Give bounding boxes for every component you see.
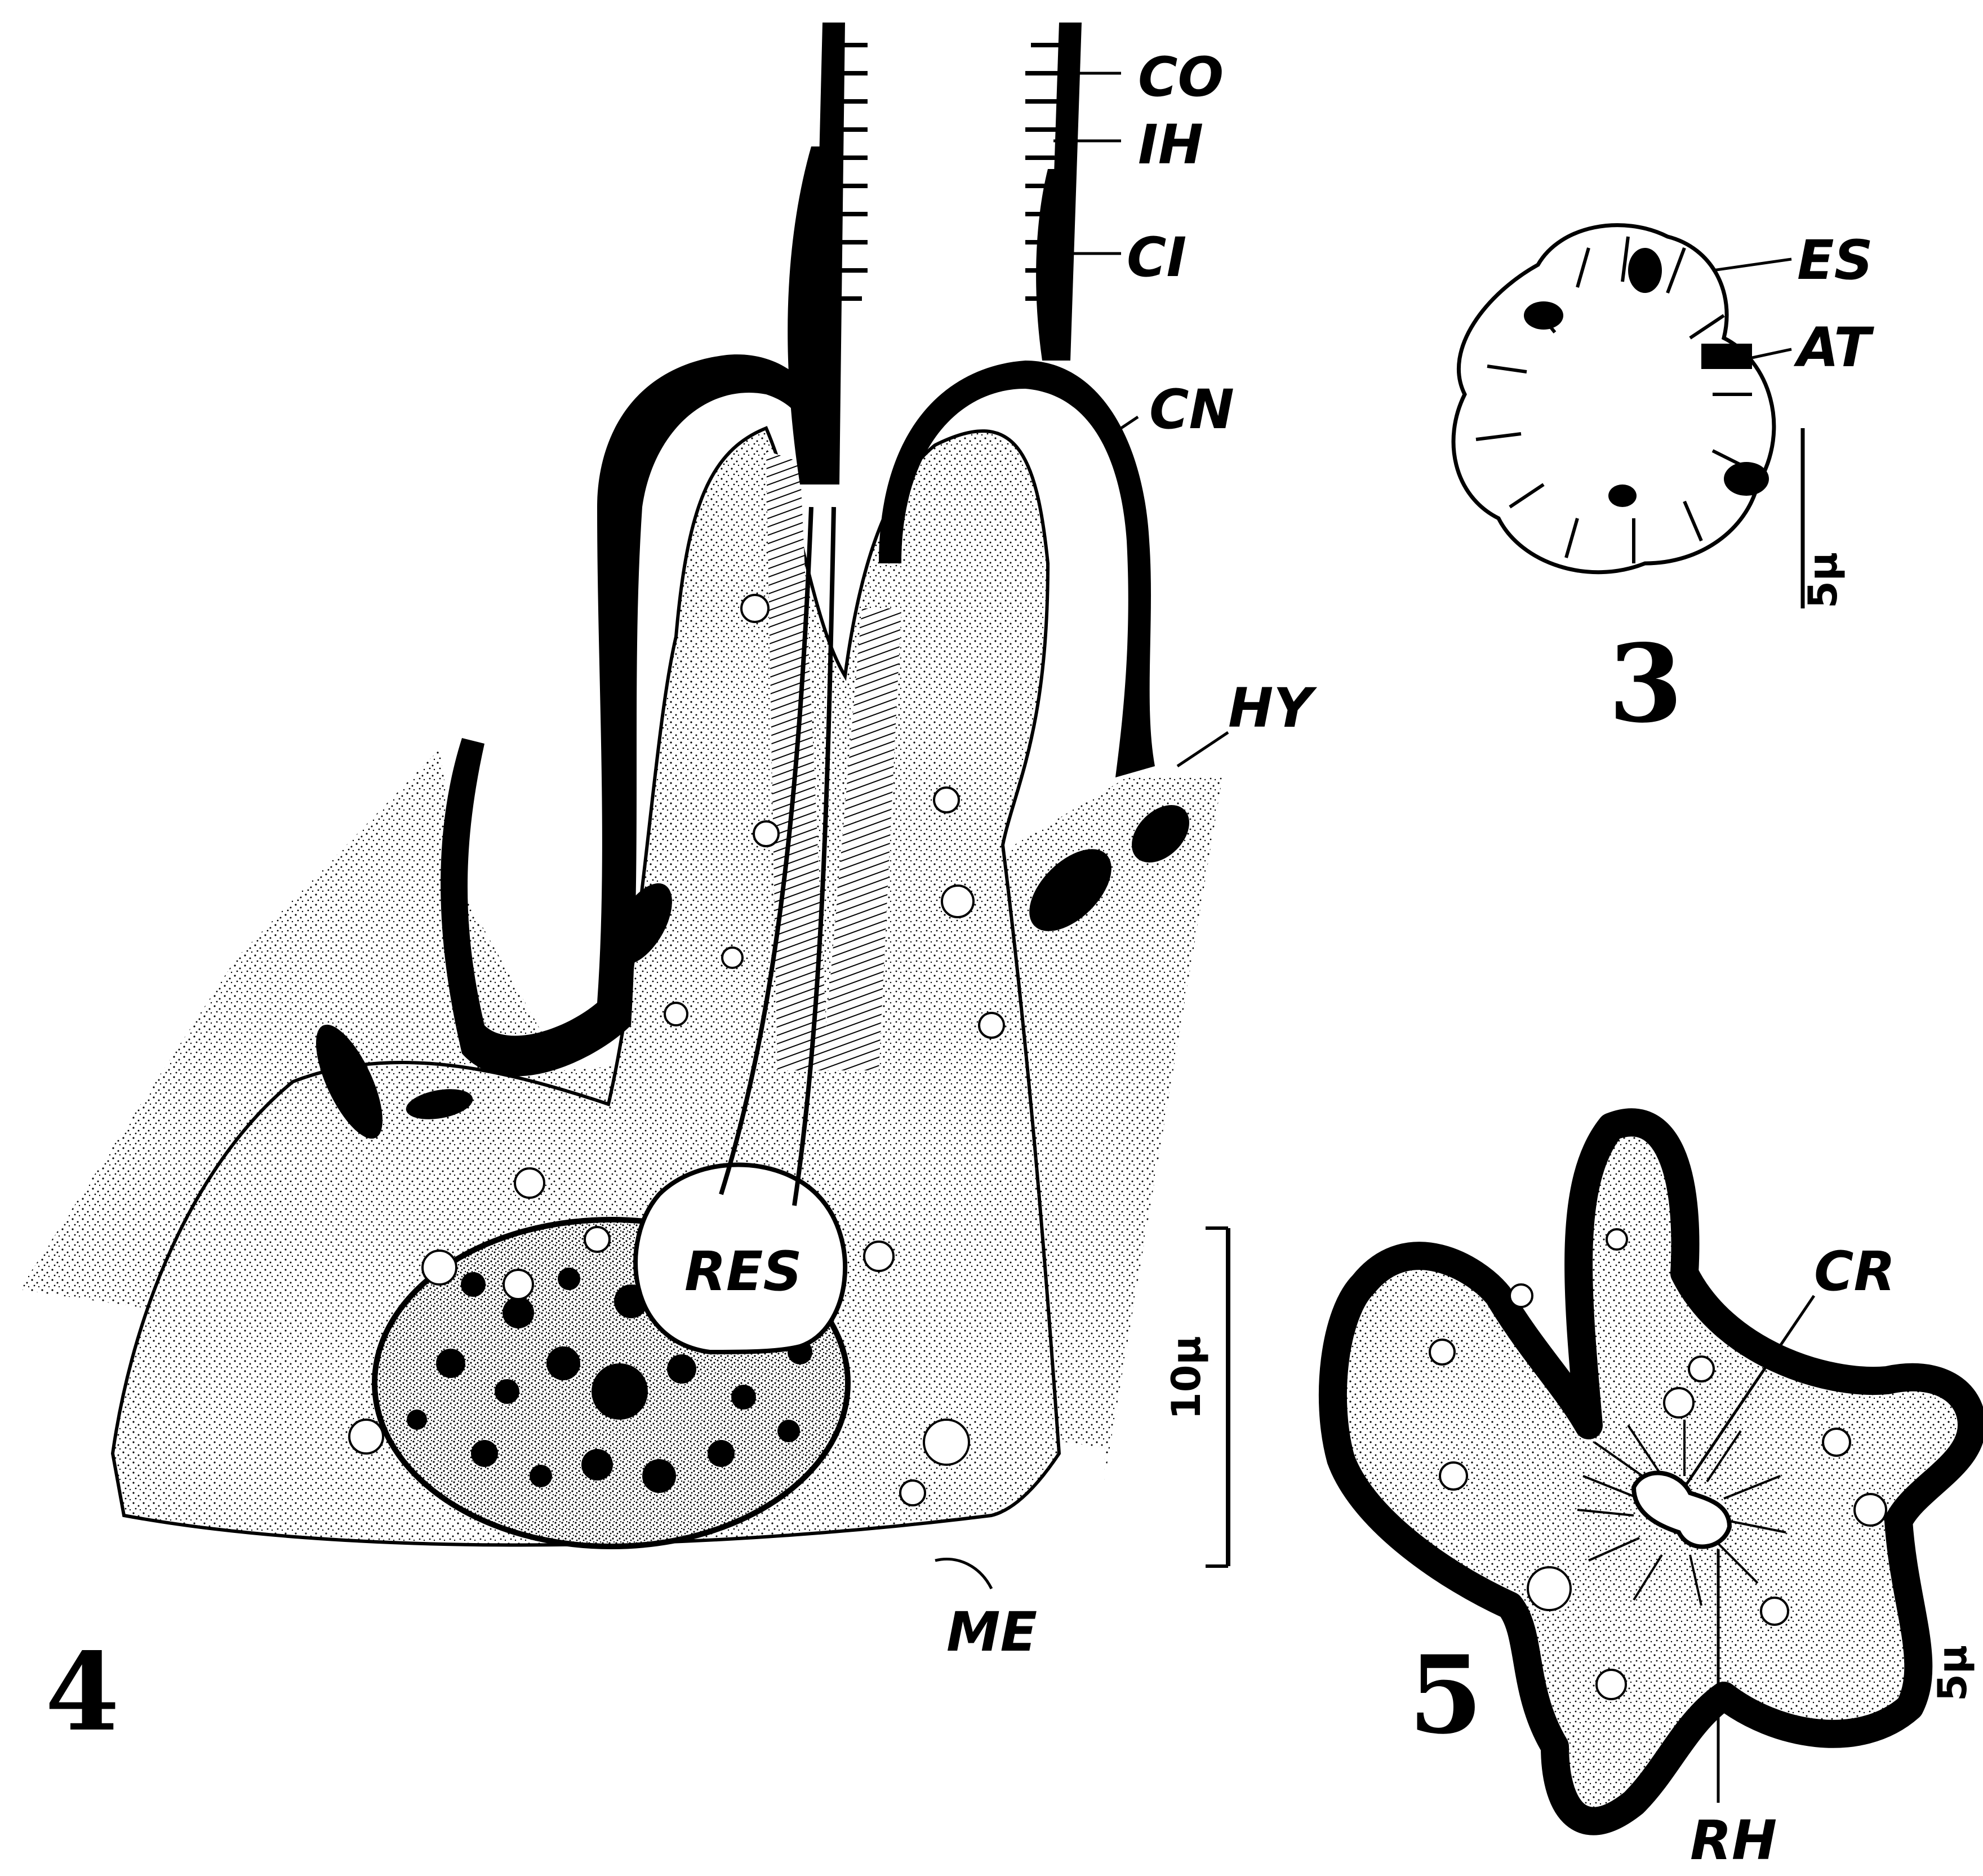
fig3-outline	[1453, 225, 1774, 572]
fig3-spines	[1476, 237, 1752, 563]
scale-bar-fig4: 10μ	[1163, 1228, 1228, 1566]
label-at: AT	[1793, 316, 1874, 379]
label-rh: RH	[1690, 1809, 1777, 1872]
label-res: RES	[684, 1240, 802, 1303]
figure-number-3: 3	[1608, 621, 1683, 746]
fig3-dark-patches	[1524, 248, 1769, 507]
scale-label-fig4: 10μ	[1163, 1336, 1210, 1420]
figure-3-cross-section: ES AT 5μ 3	[1453, 225, 1874, 746]
figure-4-sensillum: CO IH CI CN HY RES ME 10μ 4	[23, 23, 1317, 1755]
hair-spines	[835, 45, 1059, 299]
label-cn: CN	[1149, 378, 1234, 441]
scale-label-fig5: 5μ	[1929, 1645, 1976, 1701]
label-cr: CR	[1814, 1240, 1895, 1303]
fig3-leaders	[1713, 259, 1791, 358]
figure-number-5: 5	[1408, 1632, 1483, 1758]
scale-bar-fig3: 5μ	[1800, 428, 1846, 608]
label-co: CO	[1138, 46, 1224, 109]
label-ih: IH	[1138, 113, 1203, 176]
scale-bar-fig5: 5μ	[1929, 1645, 1976, 1701]
label-hy: HY	[1228, 677, 1317, 740]
label-es: ES	[1797, 229, 1873, 292]
figure-number-4: 4	[45, 1629, 119, 1755]
label-me: ME	[946, 1601, 1037, 1664]
scale-label-fig3: 5μ	[1800, 552, 1846, 608]
label-ci: CI	[1127, 226, 1186, 289]
figure-5-star-section: CR RH 5μ 5	[1333, 1122, 1976, 1872]
